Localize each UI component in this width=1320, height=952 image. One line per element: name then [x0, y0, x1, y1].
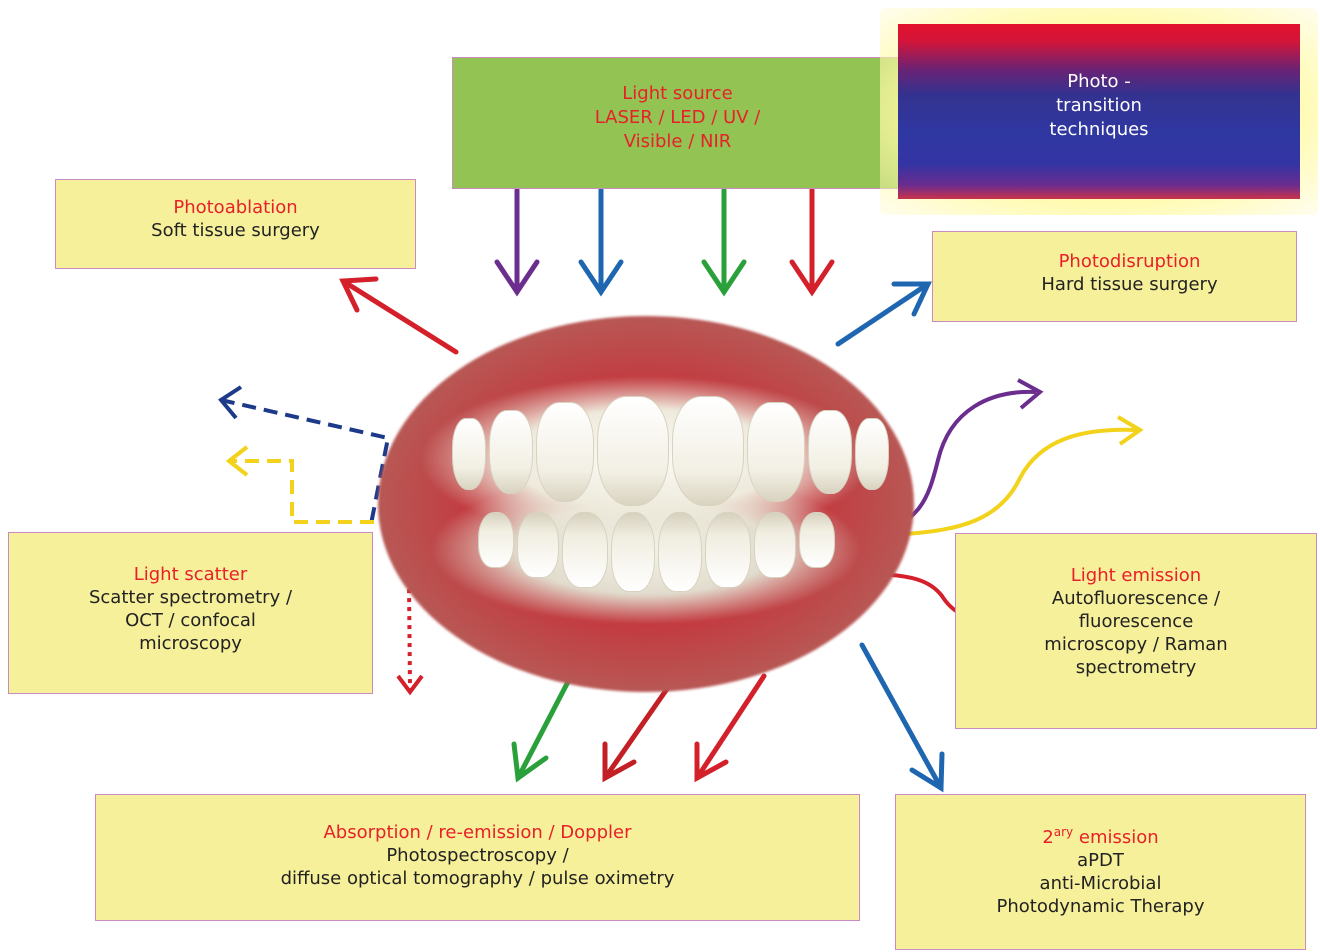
photo-transition-line3: techniques: [898, 118, 1300, 142]
photoablation-box: Photoablation Soft tissue surgery: [55, 179, 416, 269]
secondary-emission-line2: anti-Microbial: [896, 872, 1305, 895]
tooth: [611, 512, 655, 592]
photodisruption-title: Photodisruption: [963, 250, 1296, 273]
tooth: [705, 512, 751, 588]
scatter-arrow-red-head: [398, 676, 422, 692]
tooth: [672, 396, 744, 506]
photo-transition-line2: transition: [898, 94, 1300, 118]
secondary-emission-arrow: [862, 645, 942, 788]
secondary-emission-title: 2ary emission: [896, 821, 1305, 849]
absorption-box: Absorption / re-emission / Doppler Photo…: [95, 794, 860, 921]
light-scatter-title: Light scatter: [9, 563, 372, 586]
light-source-line1: LASER / LED / UV /: [453, 106, 902, 130]
tooth: [658, 512, 702, 592]
light-scatter-line1: Scatter spectrometry /: [9, 586, 372, 609]
photo-transition-box: Photo - transition techniques: [880, 8, 1318, 215]
photoablation-title: Photoablation: [56, 196, 415, 219]
tooth: [597, 396, 669, 506]
light-scatter-box: Light scatter Scatter spectrometry / OCT…: [8, 532, 373, 694]
light-scatter-line2: OCT / confocal: [9, 609, 372, 632]
secondary-emission-line3: Photodynamic Therapy: [896, 895, 1305, 918]
photodisruption-desc: Hard tissue surgery: [963, 273, 1296, 296]
light-source-box: Light source LASER / LED / UV / Visible …: [452, 57, 903, 189]
secondary-emission-title-sup: ary: [1054, 825, 1073, 839]
source-arrow-blue: [581, 190, 621, 292]
absorption-line1: Photospectroscopy /: [96, 844, 859, 867]
light-emission-box: Light emission Autofluorescence / fluore…: [955, 533, 1317, 729]
light-emission-line4: spectrometry: [956, 656, 1316, 679]
secondary-emission-line1: aPDT: [896, 849, 1305, 872]
tooth: [747, 402, 805, 502]
photoablation-arrow: [343, 279, 456, 352]
tooth: [562, 512, 608, 588]
photodisruption-box: Photodisruption Hard tissue surgery: [932, 231, 1297, 322]
absorption-arrow-red-2: [697, 676, 764, 778]
photo-transition-panel: Photo - transition techniques: [898, 24, 1300, 199]
tooth: [799, 512, 835, 568]
light-source-line2: Visible / NIR: [453, 130, 902, 154]
source-arrow-purple: [497, 190, 537, 292]
source-arrow-red: [792, 190, 832, 292]
tooth: [536, 402, 594, 502]
secondary-emission-title-rest: emission: [1073, 827, 1159, 848]
photoablation-desc: Soft tissue surgery: [56, 219, 415, 242]
tooth: [452, 418, 486, 490]
photodisruption-arrow: [838, 284, 928, 344]
absorption-title: Absorption / re-emission / Doppler: [96, 821, 859, 844]
lower-teeth: [478, 512, 835, 592]
secondary-emission-box: 2ary emission aPDT anti-Microbial Photod…: [895, 794, 1306, 950]
light-emission-line1: Autofluorescence /: [956, 587, 1316, 610]
tooth: [489, 410, 533, 494]
tooth: [808, 410, 852, 494]
photo-transition-line1: Photo -: [898, 70, 1300, 94]
light-emission-line2: fluorescence: [956, 610, 1316, 633]
secondary-emission-title-main: 2: [1042, 827, 1053, 848]
scatter-arrow-yellow-head: [229, 447, 247, 475]
source-arrow-green: [704, 190, 744, 292]
light-emission-line3: microscopy / Raman: [956, 633, 1316, 656]
tooth: [478, 512, 514, 568]
light-scatter-line3: microscopy: [9, 632, 372, 655]
tooth: [855, 418, 889, 490]
light-emission-title: Light emission: [956, 564, 1316, 587]
tooth: [517, 512, 559, 578]
absorption-line2: diffuse optical tomography / pulse oxime…: [96, 867, 859, 890]
light-source-title: Light source: [453, 82, 902, 106]
tooth: [754, 512, 796, 578]
absorption-arrow-green: [514, 676, 571, 778]
upper-teeth: [452, 396, 889, 506]
